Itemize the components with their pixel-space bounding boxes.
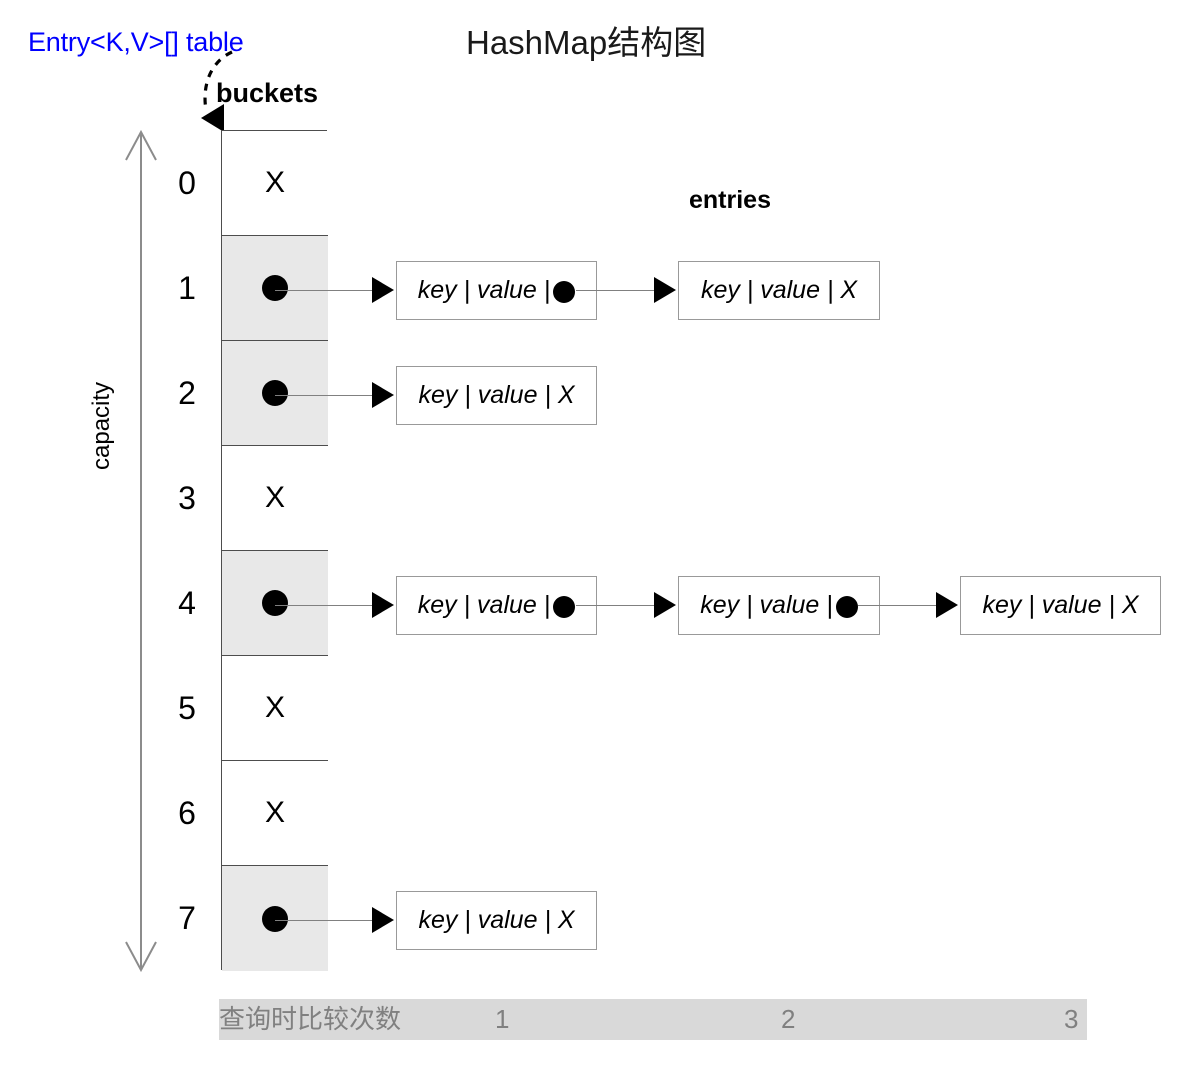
- entry-node-4-2[interactable]: key | value |: [678, 576, 880, 635]
- comparison-count-1: 1: [495, 1004, 510, 1034]
- connector-arrowhead-bucket4-entry1: [372, 592, 394, 618]
- connector-arrowhead-bucket2-entry1: [372, 382, 394, 408]
- entry-text: key | value | X: [700, 276, 858, 304]
- capacity-label: capacity: [88, 381, 115, 470]
- null-marker-icon: X: [264, 166, 285, 199]
- null-marker-icon: X: [264, 691, 285, 724]
- connector-line-entry1-entry2: [576, 290, 671, 291]
- bucket-index-6: 6: [178, 795, 196, 831]
- entry-node-1-1[interactable]: key | value |: [396, 261, 597, 320]
- pointer-dot-icon: [262, 380, 288, 406]
- comparison-count-bar: 查询时比较次数 1 2 3: [219, 999, 1087, 1040]
- pointer-dot-icon: [262, 590, 288, 616]
- pointer-dot-icon: [262, 905, 288, 932]
- entry-node-4-1[interactable]: key | value |: [396, 576, 597, 635]
- comparison-count-3: 3: [1064, 1004, 1079, 1034]
- connector-arrowhead-bucket7-entry1: [372, 907, 394, 933]
- bucket-index-2: 2: [178, 375, 196, 411]
- entry-text: key | value | X: [418, 381, 575, 409]
- bucket-array: X X X X: [221, 130, 328, 971]
- connector-arrowhead-entry1-entry2: [654, 277, 676, 303]
- null-marker-icon: X: [264, 481, 285, 514]
- bucket-index-4: 4: [178, 585, 196, 621]
- bucket-index-3: 3: [178, 480, 196, 516]
- page-title: HashMap结构图: [466, 24, 707, 61]
- connector-arrowhead-entry41-entry42: [654, 592, 676, 618]
- connector-line-bucket1-entry1: [275, 290, 388, 291]
- entry-node-4-3[interactable]: key | value | X: [960, 576, 1161, 635]
- connector-line-bucket4-entry1: [275, 605, 388, 606]
- comparison-count-label: 查询时比较次数: [219, 1004, 402, 1034]
- entry-node-7-1[interactable]: key | value | X: [396, 891, 597, 950]
- bucket-cell-4[interactable]: [222, 551, 328, 656]
- bucket-cell-5[interactable]: X: [222, 656, 328, 761]
- entry-node-2-1[interactable]: key | value | X: [396, 366, 597, 425]
- bucket-cell-3[interactable]: X: [222, 446, 328, 551]
- bucket-cell-7[interactable]: [222, 866, 328, 971]
- bucket-index-7: 7: [178, 900, 196, 936]
- bucket-cell-6[interactable]: X: [222, 761, 328, 866]
- bucket-cell-0[interactable]: X: [222, 131, 328, 236]
- bucket-index-5: 5: [178, 690, 196, 726]
- next-pointer-dot-icon: [553, 280, 576, 303]
- bucket-index-1: 1: [178, 270, 196, 306]
- connector-arrowhead-entry42-entry43: [936, 592, 958, 618]
- entry-text: key | value | X: [982, 591, 1139, 619]
- entry-node-1-2[interactable]: key | value | X: [678, 261, 880, 320]
- entries-label: entries: [689, 186, 771, 214]
- connector-arrowhead-bucket1-entry1: [372, 277, 394, 303]
- entry-text: key | value |: [700, 591, 833, 619]
- pointer-dot-icon: [262, 275, 288, 301]
- entry-text: key | value |: [417, 591, 551, 619]
- null-marker-icon: X: [264, 796, 285, 829]
- capacity-arrow: [125, 129, 157, 973]
- connector-line-bucket2-entry1: [275, 395, 388, 396]
- connector-line-entry41-entry42: [576, 605, 671, 606]
- entry-text: key | value | X: [418, 906, 575, 934]
- buckets-label: buckets: [216, 78, 319, 108]
- bucket-cell-1[interactable]: [222, 236, 328, 341]
- comparison-count-2: 2: [781, 1004, 796, 1034]
- table-reference-label: Entry<K,V>[] table: [28, 27, 244, 57]
- bucket-index-0: 0: [178, 165, 196, 201]
- connector-line-entry42-entry43: [858, 605, 953, 606]
- connector-line-bucket7-entry1: [275, 920, 388, 921]
- entry-text: key | value |: [417, 276, 551, 304]
- next-pointer-dot-icon: [835, 595, 858, 618]
- table-pointer-arrowhead: [201, 104, 224, 132]
- bucket-cell-2[interactable]: [222, 341, 328, 446]
- table-pointer-curve: [203, 50, 233, 111]
- next-pointer-dot-icon: [553, 595, 576, 618]
